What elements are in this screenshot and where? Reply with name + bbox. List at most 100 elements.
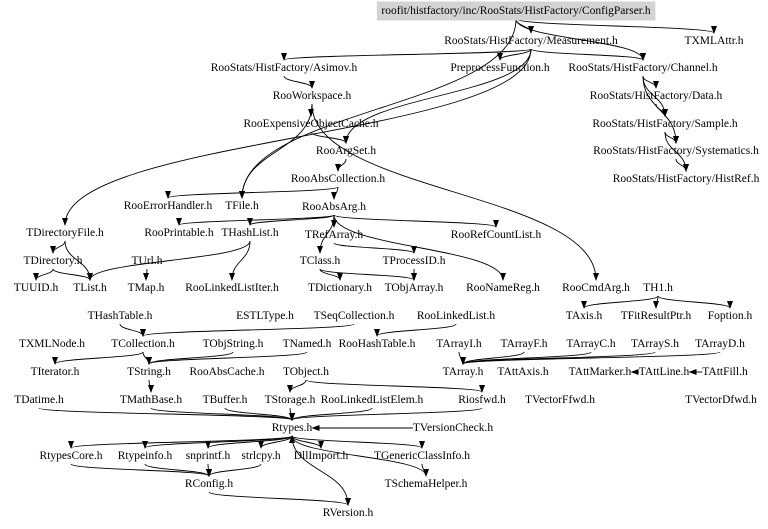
- node-sample[interactable]: RooStats/HistFactory/Sample.h: [592, 118, 738, 130]
- node-taxis[interactable]: TAxis.h: [566, 310, 603, 322]
- node-rtypes[interactable]: Rtypes.h: [272, 422, 313, 434]
- node-label: TStorage.h: [265, 394, 316, 406]
- node-titerator[interactable]: TIterator.h: [31, 366, 80, 378]
- node-roolinkedlistiter[interactable]: RooLinkedListIter.h: [185, 282, 279, 294]
- node-rooprintable[interactable]: RooPrintable.h: [144, 227, 214, 239]
- node-txmlattr[interactable]: TXMLAttr.h: [684, 35, 743, 47]
- node-tobjstring[interactable]: TObjString.h: [203, 338, 264, 350]
- node-label: RooStats/HistFactory/Systematics.h: [593, 145, 759, 157]
- node-estltype[interactable]: ESTLType.h: [236, 310, 294, 322]
- node-tattline[interactable]: TAttLine.h: [639, 366, 690, 378]
- node-thashtable[interactable]: THashTable.h: [88, 310, 153, 322]
- node-tattaxis[interactable]: TAttAxis.h: [497, 366, 548, 378]
- node-tmap[interactable]: TMap.h: [128, 282, 165, 294]
- node-tprocessid[interactable]: TProcessID.h: [383, 255, 446, 267]
- node-rooabsarg[interactable]: RooAbsArg.h: [302, 201, 366, 213]
- node-label: TObjArray.h: [385, 282, 444, 294]
- node-tcollection[interactable]: TCollection.h: [111, 338, 175, 350]
- nodes-layer: roofit/histfactory/inc/RooStats/HistFact…: [14, 1, 760, 519]
- edge-measurement-to-tdirectoryfile: [62, 48, 532, 226]
- node-label: TAttMarker.h: [569, 366, 632, 378]
- node-txmlnode[interactable]: TXMLNode.h: [19, 338, 85, 350]
- node-label: TArray.h: [443, 366, 484, 378]
- node-label: TAttFill.h: [702, 366, 748, 378]
- node-tarray[interactable]: TArray.h: [443, 366, 484, 378]
- node-label: RooStats/HistFactory/Sample.h: [592, 118, 738, 130]
- node-tattmarker[interactable]: TAttMarker.h: [569, 366, 632, 378]
- node-tdirectoryfile[interactable]: TDirectoryFile.h: [26, 227, 104, 239]
- node-tarrayd[interactable]: TArrayD.h: [695, 338, 745, 350]
- edge-tstring-to-tmathbase: [147, 379, 154, 393]
- node-tdictionary[interactable]: TDictionary.h: [308, 282, 372, 294]
- node-histref[interactable]: RooStats/HistFactory/HistRef.h: [613, 173, 760, 185]
- node-dllimport[interactable]: DllImport.h: [294, 450, 349, 462]
- node-rooworkspace[interactable]: RooWorkspace.h: [273, 90, 352, 102]
- node-tarrayc[interactable]: TArrayC.h: [566, 338, 615, 350]
- node-thashlist[interactable]: THashList.h: [221, 227, 278, 239]
- node-channel[interactable]: RooStats/HistFactory/Channel.h: [568, 62, 717, 74]
- node-label: TArrayC.h: [566, 338, 615, 350]
- node-rtypeinfo[interactable]: Rtypeinfo.h: [118, 450, 173, 462]
- node-tmathbase[interactable]: TMathBase.h: [120, 394, 183, 406]
- node-preprocess[interactable]: PreprocessFunction.h: [450, 62, 550, 74]
- node-roonamereg[interactable]: RooNameReg.h: [466, 282, 540, 294]
- node-tvectorffwd[interactable]: TVectorFfwd.h: [525, 394, 595, 406]
- node-label: TList.h: [73, 282, 107, 294]
- node-foption[interactable]: Foption.h: [708, 310, 753, 322]
- node-rooabscache[interactable]: RooAbsCache.h: [189, 366, 264, 378]
- node-tuuid[interactable]: TUUID.h: [14, 282, 59, 294]
- node-tobject[interactable]: TObject.h: [283, 366, 329, 378]
- node-roocmdarg[interactable]: RooCmdArg.h: [562, 282, 630, 294]
- node-tarrayf[interactable]: TArrayF.h: [500, 338, 547, 350]
- node-trefarray[interactable]: TRefArray.h: [305, 229, 364, 241]
- node-tbuffer[interactable]: TBuffer.h: [203, 394, 248, 406]
- node-tobjarray[interactable]: TObjArray.h: [385, 282, 444, 294]
- node-label: TArrayF.h: [500, 338, 547, 350]
- node-roorefcountlist[interactable]: RooRefCountList.h: [451, 229, 542, 241]
- node-tdatime[interactable]: TDatime.h: [14, 394, 64, 406]
- node-rooerrorhandler[interactable]: RooErrorHandler.h: [124, 200, 213, 212]
- node-asimov[interactable]: RooStats/HistFactory/Asimov.h: [211, 62, 358, 74]
- node-tgenericclassinfo[interactable]: TGenericClassInfo.h: [374, 450, 470, 462]
- node-expcache[interactable]: RooExpensiveObjectCache.h: [243, 118, 378, 130]
- node-tschemahelper[interactable]: TSchemaHelper.h: [385, 478, 468, 490]
- edge-tdirectoryfile-to-tdirectory: [50, 240, 66, 254]
- node-configparser[interactable]: roofit/histfactory/inc/RooStats/HistFact…: [376, 1, 656, 21]
- node-label: RooAbsCache.h: [189, 366, 264, 378]
- node-roolinkedlist[interactable]: RooLinkedList.h: [417, 310, 496, 322]
- node-label: TAttAxis.h: [497, 366, 548, 378]
- node-tstorage[interactable]: TStorage.h: [265, 394, 316, 406]
- node-riosfwd[interactable]: Riosfwd.h: [458, 394, 506, 406]
- node-tversioncheck[interactable]: TVersionCheck.h: [413, 422, 493, 434]
- node-data[interactable]: RooStats/HistFactory/Data.h: [590, 90, 723, 102]
- node-tlist[interactable]: TList.h: [73, 282, 107, 294]
- edge-rooabsarg-to-roonamereg: [333, 214, 506, 281]
- node-tnamed[interactable]: TNamed.h: [283, 338, 332, 350]
- node-roolinkedlistelem[interactable]: RooLinkedListElem.h: [321, 394, 424, 406]
- node-roohashtable[interactable]: RooHashTable.h: [339, 338, 416, 350]
- edge-tobject-to-riosfwd: [305, 379, 485, 393]
- node-label: TMathBase.h: [120, 394, 183, 406]
- node-tvectordfwd[interactable]: TVectorDfwd.h: [685, 394, 757, 406]
- node-tarrayi[interactable]: TArrayI.h: [436, 338, 482, 350]
- node-tstring[interactable]: TString.h: [127, 366, 171, 378]
- node-rversion[interactable]: RVersion.h: [323, 507, 374, 519]
- node-measurement[interactable]: RooStats/HistFactory/Measurement.h: [444, 35, 618, 47]
- node-tattfill[interactable]: TAttFill.h: [702, 366, 748, 378]
- node-th1[interactable]: TH1.h: [643, 282, 673, 294]
- node-systematics[interactable]: RooStats/HistFactory/Systematics.h: [593, 145, 759, 157]
- node-turl[interactable]: TUrl.h: [132, 255, 163, 267]
- node-rooargset[interactable]: RooArgSet.h: [316, 145, 376, 157]
- node-tdirectory[interactable]: TDirectory.h: [24, 255, 83, 267]
- node-rooabscollection[interactable]: RooAbsCollection.h: [291, 173, 385, 185]
- node-rconfig[interactable]: RConfig.h: [185, 478, 233, 490]
- node-tfile[interactable]: TFile.h: [225, 200, 259, 212]
- node-tarrays[interactable]: TArrayS.h: [631, 338, 679, 350]
- node-rtypescore[interactable]: RtypesCore.h: [40, 450, 103, 462]
- node-tfitresultptr[interactable]: TFitResultPtr.h: [621, 310, 692, 322]
- node-tclass[interactable]: TClass.h: [300, 255, 341, 267]
- node-snprintf[interactable]: snprintf.h: [186, 450, 231, 462]
- node-tseqcollection[interactable]: TSeqCollection.h: [314, 310, 395, 322]
- node-strlcpy[interactable]: strlcpy.h: [241, 450, 280, 462]
